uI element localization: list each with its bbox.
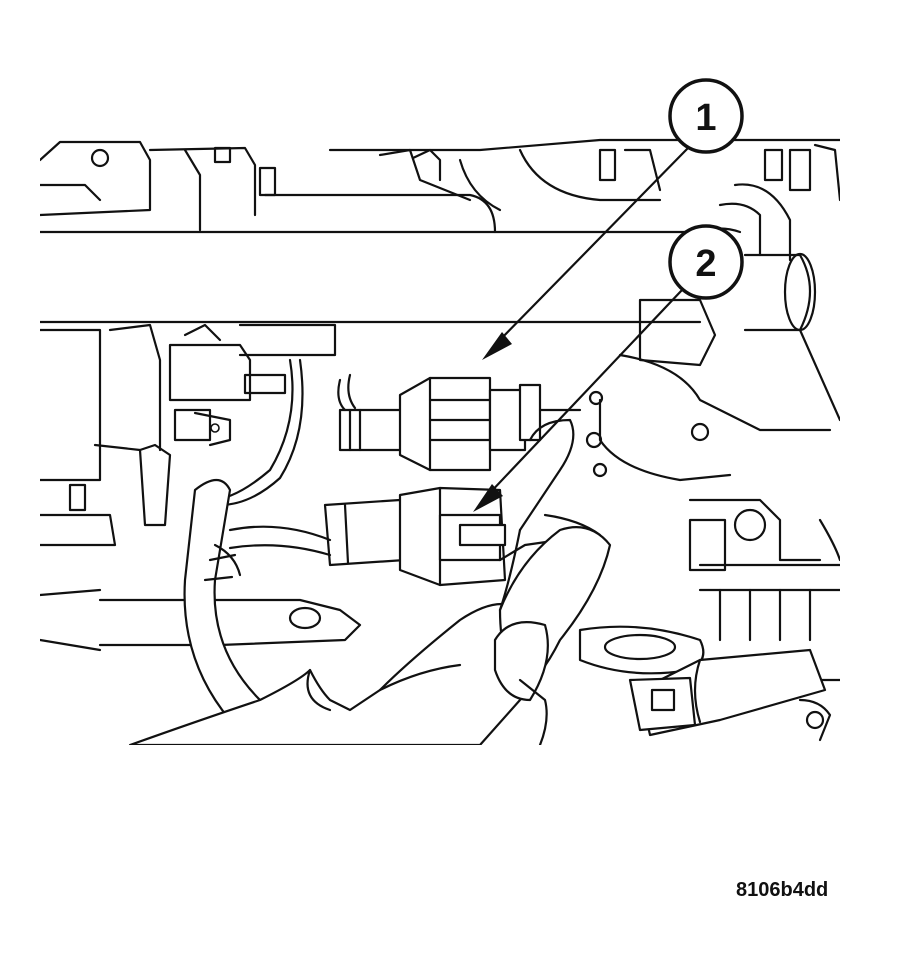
figure-id: 8106b4dd — [736, 879, 829, 901]
arrow-2 — [473, 288, 684, 512]
callout-1: 1 — [668, 78, 744, 154]
callout-2-label: 2 — [695, 243, 716, 285]
engine-bay-linework — [40, 138, 840, 745]
callout-1-label: 1 — [695, 97, 716, 139]
callout-2: 2 — [668, 224, 744, 300]
arrow-1 — [482, 146, 690, 360]
